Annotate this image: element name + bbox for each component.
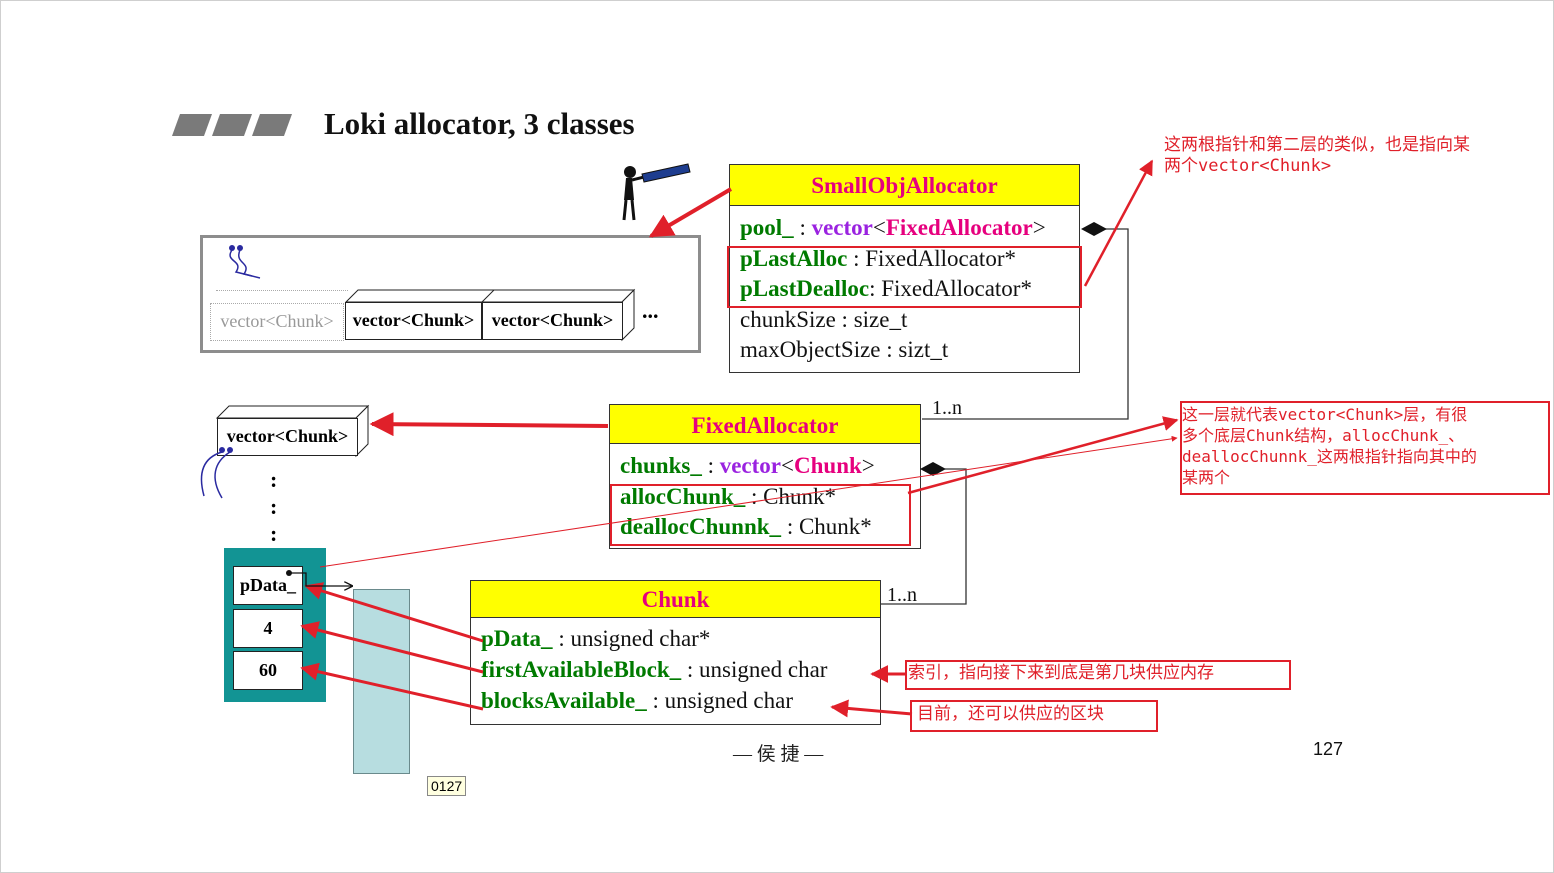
arrow-to-pool: [648, 187, 733, 238]
composition-diamond: [920, 462, 946, 476]
vector-dots: : : :: [270, 467, 278, 546]
footer-author: — 侯 捷 —: [733, 744, 824, 765]
fixed-allocator-class: FixedAllocator chunks_ : vector<Chunk> a…: [609, 404, 921, 549]
note-middle-right: 这一层就代表vector<Chunk>层，有很 多个底层Chunk结构，allo…: [1182, 405, 1477, 487]
telescope-person-icon: [622, 163, 691, 221]
class-name: FixedAllocator: [610, 405, 920, 444]
plast-dealloc-field: pLastDealloc: FixedAllocator*: [740, 276, 1032, 301]
pdata-pointer: [289, 572, 352, 586]
first-available-block-field: firstAvailableBlock_ : unsigned char: [481, 657, 828, 682]
note-top-right: 这两根指针和第二层的类似，也是指向某 两个vector<Chunk>: [1164, 135, 1470, 176]
plast-alloc-field: pLastAlloc : FixedAllocator*: [740, 246, 1016, 271]
note-available-box: [910, 700, 1158, 732]
class-name: SmallObjAllocator: [730, 165, 1079, 206]
vector-pool-container: [200, 235, 701, 353]
page-number: 127: [1313, 739, 1344, 759]
max-object-size-field: maxObjectSize : sizt_t: [740, 337, 949, 362]
pool-ellipsis: ...: [642, 298, 659, 323]
blocks-available-field: blocksAvailable_ : unsigned char: [481, 688, 793, 713]
multiplicity-fixed: 1..n: [932, 397, 962, 419]
arrow-to-vector: [369, 412, 609, 437]
note-index: 索引，指向接下来到底是第几块供应内存: [908, 663, 1214, 683]
slide-tag: 0127: [427, 776, 467, 796]
curly-arrow-icon: [229, 245, 261, 279]
arrow-first-available: [300, 621, 484, 674]
multiplicity-chunk: 1..n: [887, 584, 917, 606]
chunk-blocks-available-cell: 60: [233, 651, 303, 690]
class-name: Chunk: [471, 581, 880, 618]
thin-line-to-note: [319, 435, 1178, 568]
pool-field: pool_ : vector<FixedAllocator>: [740, 215, 1046, 240]
composition-line-chunks: [880, 468, 967, 605]
arrow-to-note-middle: [907, 416, 1179, 495]
vector-chunk-single: vector<Chunk>: [217, 418, 358, 456]
arrow-pdata: [304, 582, 484, 643]
vector-3d-frames: [344, 288, 636, 342]
composition-diamond: [1081, 222, 1107, 236]
pdata-field: pData_ : unsigned char*: [481, 626, 711, 651]
alloc-chunk-field: allocChunk_ : Chunk*: [620, 484, 836, 509]
composition-line-pool: [922, 228, 1129, 420]
curly-arrow-icon: [200, 447, 233, 499]
highlight-chunk-pointers: [610, 484, 911, 546]
highlight-plast-pointers: [727, 246, 1082, 308]
vector-chunk-faded: vector<Chunk>: [210, 303, 344, 341]
dealloc-chunk-field: deallocChunnk_ : Chunk*: [620, 514, 872, 539]
small-obj-allocator-class: SmallObjAllocator pool_ : vector<FixedAl…: [729, 164, 1080, 373]
vector-chunk-item: vector<Chunk>: [482, 302, 623, 340]
vector-chunk-item: vector<Chunk>: [345, 302, 482, 340]
arrow-available-note: [830, 699, 913, 718]
slide-title: Loki allocator, 3 classes: [324, 106, 635, 141]
vector-faded-top: [216, 290, 348, 303]
note-index-box: [905, 660, 1291, 690]
chunk-class: Chunk pData_ : unsigned char* firstAvail…: [470, 580, 881, 725]
arrow-blocks-available: [300, 662, 484, 711]
chunks-field: chunks_ : vector<Chunk>: [620, 453, 875, 478]
arrow-to-note-top: [1083, 159, 1154, 287]
chunk-size-field: chunkSize : size_t: [740, 307, 908, 332]
note-middle-box: [1180, 401, 1550, 495]
note-available: 目前，还可以供应的区块: [917, 704, 1104, 724]
